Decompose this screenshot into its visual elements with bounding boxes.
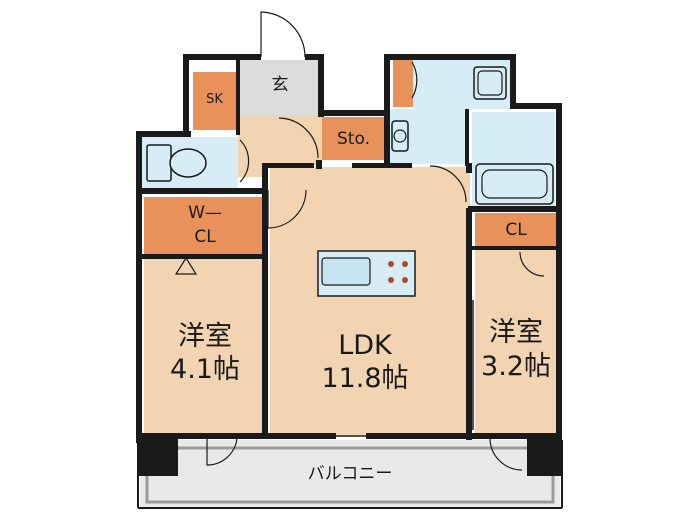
western-room-right [475, 248, 557, 435]
sliding-doors [263, 218, 474, 437]
balcony-label: バルコニー [307, 464, 393, 484]
walls [136, 54, 562, 476]
bathtub-icon [475, 163, 554, 205]
door-swings [174, 11, 545, 471]
storage-closet [322, 117, 385, 160]
washbasin-icon [473, 66, 507, 100]
closet-right [475, 213, 557, 248]
toilet-icon [146, 144, 207, 182]
walk-in-closet [144, 197, 266, 255]
entrance-floor [238, 60, 320, 115]
western-room-right-size: 3.2帖 [481, 351, 551, 382]
western-room-right-name: 洋室 [489, 317, 543, 348]
small-closet-top [393, 60, 413, 107]
closet-right-label: CL [505, 220, 527, 240]
western-room-left-size: 4.1帖 [170, 354, 240, 385]
storage-label: Sto. [337, 129, 370, 149]
ldk-room [270, 167, 470, 435]
shoe-closet [193, 72, 236, 130]
western-room-left-name: 洋室 [178, 321, 232, 352]
ldk-room-name: LDK [338, 330, 392, 361]
western-room-left [144, 257, 266, 435]
walk-in-closet-label-line1: W— [188, 203, 222, 223]
walk-in-closet-label-line2: CL [194, 227, 216, 247]
washing-machine-icon [391, 120, 409, 152]
entrance-label: 玄 [271, 75, 289, 95]
kitchen-counter-icon [317, 250, 416, 297]
ldk-room-size: 11.8帖 [321, 363, 409, 394]
balcony-area [140, 440, 560, 508]
shoe-closet-label: SK [206, 92, 223, 107]
